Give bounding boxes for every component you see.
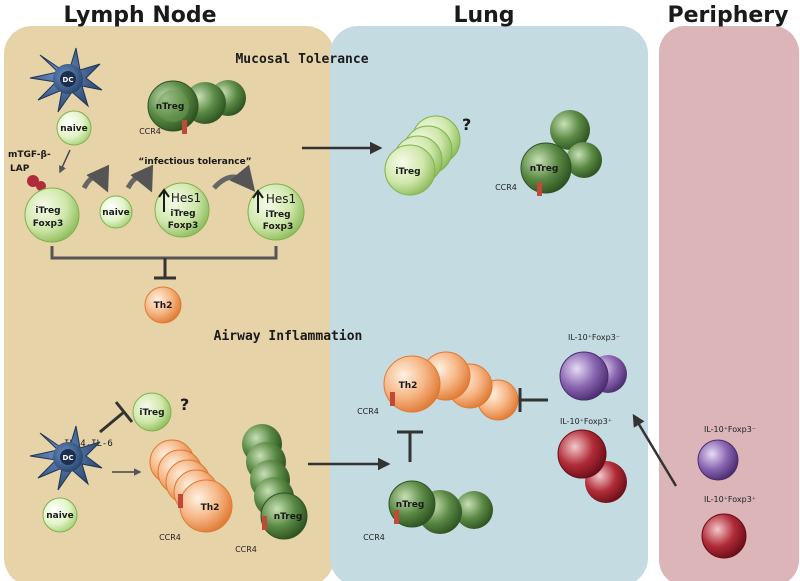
curved-arrow-2: [125, 164, 154, 193]
lung-title: Lung: [453, 3, 514, 28]
il10-foxp3-neg-cells-lung: [559, 351, 627, 401]
itreg-label-3: iTreg: [265, 210, 290, 220]
ccr4-label-ln: CCR4: [139, 127, 161, 136]
ccr4-marker: [262, 516, 267, 530]
naive-label-bottom: naive: [46, 511, 74, 521]
periphery-panel: [659, 26, 799, 581]
il10-foxp3-pos-cells-lung: [557, 429, 627, 503]
curved-arrow-1: [81, 164, 110, 193]
il10-foxp3-pos-label-lung: IL-10⁺Foxp3⁺: [560, 417, 612, 426]
ccr4-label-ntreg-lung: CCR4: [363, 533, 385, 542]
periphery-to-lung-arrow: [632, 413, 678, 487]
itreg-cell-lower: iTreg ?: [132, 392, 189, 432]
il4-il6-label: IL-4,IL-6: [64, 439, 113, 449]
dc-label-top: DC: [63, 76, 74, 84]
question-mark-lung: ?: [462, 115, 471, 134]
lymph-node-title: Lymph Node: [63, 3, 216, 28]
foxp3-label-3: Foxp3: [263, 222, 293, 232]
il10-foxp3-pos-label-periphery: IL-10⁺Foxp3⁺: [704, 495, 756, 504]
lap-molecule-2: [36, 181, 46, 191]
naive-to-itreg-arrow: [59, 149, 71, 174]
ccr4-marker: [390, 392, 395, 406]
ccr4-label-lung-top: CCR4: [495, 183, 517, 192]
itreg-label-lower: iTreg: [139, 408, 164, 418]
up-arrow-icon: [158, 188, 170, 212]
itreg-foxp3-cell-1: iTreg Foxp3: [24, 187, 80, 243]
hes1-label-2: Hes1: [171, 191, 201, 205]
naive-label-top: naive: [60, 124, 88, 134]
itreg-hes1-cell-3: Hes1 iTreg Foxp3: [247, 183, 305, 241]
itreg-label-lung: iTreg: [395, 167, 420, 177]
il10-foxp3-neg-cell-periphery: [697, 439, 739, 481]
il10-foxp3-neg-label-periphery: IL-10⁺Foxp3⁻: [704, 425, 756, 434]
lap-label: LAP: [10, 164, 30, 174]
mtgf-label: mTGF-β-: [8, 150, 51, 160]
dendritic-cell-top: DC: [29, 47, 103, 113]
ccr4-marker: [178, 494, 183, 508]
itreg-hes1-cell-2: Hes1 iTreg Foxp3: [154, 182, 210, 238]
up-arrow-icon: [252, 189, 264, 213]
dendritic-cell-bottom: DC: [29, 425, 103, 491]
inhibit-bar-itreg: [114, 401, 134, 423]
ntreg-cluster-lung-bottom: nTreg CCR4: [363, 480, 493, 542]
ccr4-label-th2-ln: CCR4: [159, 533, 181, 542]
ccr4-marker: [394, 510, 399, 524]
th2-stack-ln: Th2 CCR4: [149, 439, 233, 542]
ccr4-marker: [537, 182, 542, 196]
ccr4-marker: [182, 120, 187, 134]
itreg-label-2: iTreg: [170, 209, 195, 219]
lap-molecule: [27, 175, 39, 187]
ccr4-label-ntreg-ln: CCR4: [235, 545, 257, 554]
infectious-tolerance-label: “infectious tolerance”: [138, 157, 251, 167]
th2-cell-ln: Th2: [144, 286, 182, 324]
th2-label-stack: Th2: [201, 503, 220, 513]
ntreg-label-stack: nTreg: [274, 512, 303, 522]
il10-foxp3-pos-cell-periphery: [701, 513, 747, 559]
ntreg-cluster-ln: nTreg CCR4: [139, 80, 246, 136]
naive-label-middle: naive: [102, 208, 130, 218]
dc-label-bottom: DC: [63, 454, 74, 462]
inhibit-stem-itreg: [99, 410, 125, 434]
itreg-cluster-lung: iTreg ?: [384, 115, 471, 196]
ntreg-stack-ln: nTreg CCR4: [235, 424, 308, 554]
th2-label-lung: Th2: [399, 381, 418, 391]
periphery-title: Periphery: [668, 3, 789, 28]
th2-label-ln: Th2: [154, 301, 173, 311]
hes1-label-3: Hes1: [266, 192, 296, 206]
ntreg-cluster-lung: nTreg CCR4: [495, 110, 602, 196]
th2-cluster-lung: Th2 CCR4: [357, 351, 519, 421]
ntreg-label-lung: nTreg: [530, 164, 559, 174]
ccr4-label-th2-lung: CCR4: [357, 407, 379, 416]
foxp3-label-2: Foxp3: [168, 221, 198, 231]
il10-foxp3-neg-label-lung: IL-10⁺Foxp3⁻: [568, 333, 620, 342]
curved-arrow-3: [212, 164, 256, 192]
naive-cell-middle: naive: [99, 195, 133, 229]
mucosal-tolerance-label: Mucosal Tolerance: [235, 52, 368, 67]
naive-cell-top: naive: [56, 110, 92, 146]
ntreg-label-ln: nTreg: [156, 102, 185, 112]
naive-cell-bottom: naive: [42, 497, 78, 533]
ntreg-label-lung-bottom: nTreg: [396, 500, 425, 510]
airway-inflammation-label: Airway Inflammation: [214, 329, 363, 344]
itreg-label-1: iTreg: [35, 206, 60, 216]
question-mark-ln: ?: [180, 395, 189, 414]
foxp3-label-1: Foxp3: [33, 219, 63, 229]
